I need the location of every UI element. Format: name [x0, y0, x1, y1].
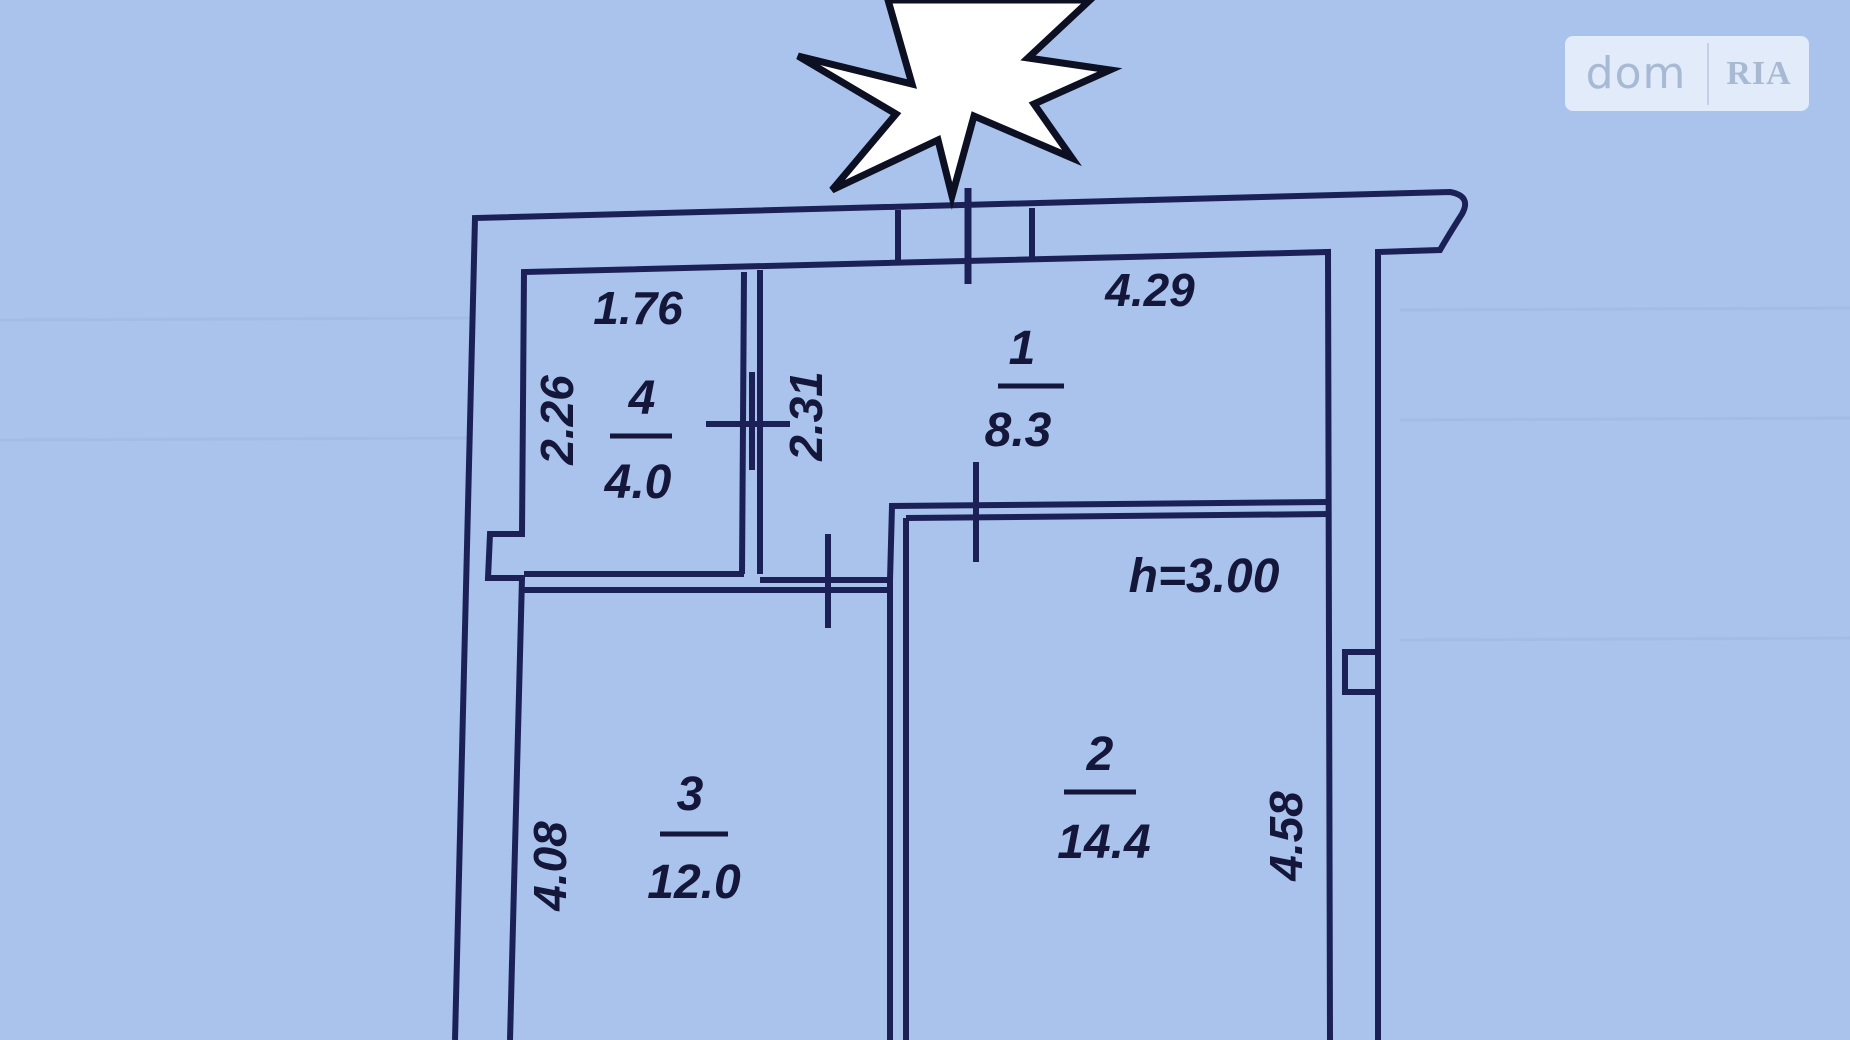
- room-number: 2: [1086, 728, 1114, 781]
- exterior-walls: [452, 188, 1468, 1040]
- room-label-2: 2 14.4: [1057, 728, 1150, 869]
- dimension-room3-height: 4.08: [524, 821, 576, 912]
- room-area: 4.0: [604, 456, 672, 509]
- dimension-room2-height: 4.58: [1260, 791, 1312, 882]
- room-number: 3: [677, 768, 704, 821]
- room-area: 8.3: [985, 404, 1052, 457]
- dimension-room1-height: 2.31: [780, 371, 832, 462]
- ceiling-height-note: h=3.00: [1129, 550, 1280, 603]
- room-area: 14.4: [1057, 816, 1150, 869]
- watermark-logo: dom RIA: [1565, 36, 1809, 111]
- room-label-4: 4 4.0: [604, 372, 672, 509]
- dimension-room4-width: 1.76: [593, 282, 683, 334]
- door-marks: [706, 372, 979, 628]
- window: [895, 188, 1035, 284]
- room-area: 12.0: [647, 856, 741, 909]
- watermark-ria: RIA: [1726, 54, 1792, 92]
- room-number: 1: [1009, 322, 1036, 375]
- dimension-room4-height: 2.26: [531, 375, 583, 466]
- room-label-1: 1 8.3: [985, 322, 1064, 457]
- dimension-room1-width: 4.29: [1104, 264, 1195, 316]
- sun-star-icon: [796, 0, 1123, 210]
- watermark-divider: [1707, 42, 1709, 105]
- background-texture: [0, 306, 1850, 642]
- room-label-3: 3 12.0: [647, 768, 741, 909]
- room-number: 4: [628, 372, 656, 425]
- watermark-dom: dom: [1585, 48, 1687, 99]
